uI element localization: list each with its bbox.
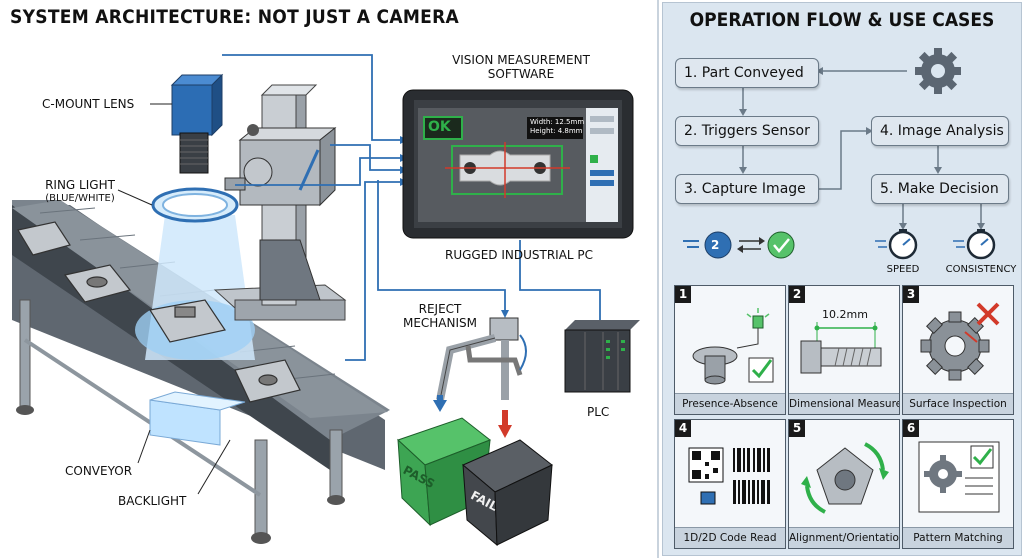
plc-unit	[564, 320, 640, 393]
conveyor-label: CONVEYOR	[65, 464, 133, 478]
defect-gear-icon	[920, 302, 1000, 381]
architecture-title: SYSTEM ARCHITECTURE: NOT JUST A CAMERA	[10, 6, 460, 28]
software-label: VISION MEASUREMENT SOFTWARE	[420, 53, 622, 81]
data-links	[222, 54, 601, 361]
reject-label-line1: REJECT	[418, 302, 462, 316]
use-case-5-number: 5	[789, 420, 805, 437]
alignment-nut-icon	[801, 442, 889, 514]
use-case-3-label: Surface Inspection	[903, 393, 1013, 414]
conveyor-parts	[17, 221, 301, 403]
defect-x-icon	[976, 302, 1000, 326]
flow-step-1: 1. Part Conveyed	[675, 58, 819, 88]
measure-value: 10.2mm	[822, 308, 868, 321]
use-case-2-label: Dimensional Measure	[789, 393, 899, 414]
flow-connectors	[683, 48, 996, 260]
pattern-document-icon	[918, 441, 1000, 513]
speed-icon	[875, 229, 918, 260]
ring-light-subtitle: (BLUE/WHITE)	[45, 193, 115, 204]
flow-step-2: 2. Triggers Sensor	[675, 116, 819, 146]
camera-stand	[213, 84, 347, 321]
fail-bin	[462, 439, 553, 547]
width-readout: Width: 12.5mm	[530, 118, 585, 126]
panel-divider	[657, 0, 659, 558]
software-label-line1: VISION MEASUREMENT	[452, 53, 590, 67]
use-case-6-number: 6	[903, 420, 919, 437]
use-case-3-number: 3	[903, 286, 919, 303]
trigger-indicator	[683, 231, 795, 259]
pc-label: RUGGED INDUSTRIAL PC	[445, 248, 594, 262]
reject-label: REJECT MECHANISM	[395, 302, 485, 330]
operation-flow-panel: OPERATION FLOW & USE CASES	[662, 2, 1022, 556]
consistency-icon	[953, 229, 996, 260]
use-case-presence-absence: 1 Presence-Absence	[674, 285, 786, 415]
system-architecture-panel: SYSTEM ARCHITECTURE: NOT JUST A CAMERA	[10, 6, 640, 547]
use-case-6-label: Pattern Matching	[903, 527, 1013, 548]
presence-sensor-icon	[692, 308, 774, 385]
reject-label-line2: MECHANISM	[402, 316, 478, 330]
lens-label: C-MOUNT LENS	[42, 97, 135, 111]
bolt-measure-icon	[800, 322, 882, 374]
barcode-icon	[688, 447, 770, 505]
industrial-pc	[402, 89, 634, 239]
use-case-dimensional-measure: 10.2mm 2 Dimensional Measure	[788, 285, 900, 415]
use-case-4-number: 4	[675, 420, 691, 437]
flow-step-5: 5. Make Decision	[871, 174, 1009, 204]
use-case-1-number: 1	[675, 286, 691, 303]
gear-icon	[915, 48, 961, 94]
c-mount-camera	[170, 73, 224, 174]
ring-light-title: RING LIGHT	[45, 178, 115, 192]
use-case-pattern-matching: 6 Pattern Matching	[902, 419, 1014, 549]
plc-label: PLC	[587, 405, 610, 419]
use-case-4-label: 1D/2D Code Read	[675, 527, 785, 548]
height-readout: Height: 4.8mm	[530, 127, 583, 135]
consistency-label: CONSISTENCY	[945, 264, 1017, 275]
use-case-2-number: 2	[789, 286, 805, 303]
ring-light-label: RING LIGHT (BLUE/WHITE)	[28, 178, 132, 206]
architecture-illustration	[12, 54, 640, 547]
software-label-line2: SOFTWARE	[487, 67, 555, 81]
use-case-5-label: Alignment/Orientation	[789, 527, 899, 548]
speed-label: SPEED	[886, 264, 920, 275]
operation-flow-title: OPERATION FLOW & USE CASES	[689, 9, 995, 31]
flow-step-4: 4. Image Analysis	[871, 116, 1009, 146]
screen-readout: Width: 12.5mm Height: 4.8mm	[530, 118, 584, 136]
backlight-label: BACKLIGHT	[118, 494, 187, 508]
use-case-surface-inspection: 3 Surface Inspection	[902, 285, 1014, 415]
flow-step-3: 3. Capture Image	[675, 174, 819, 204]
use-case-code-read: 4 1D/2D Code Read	[674, 419, 786, 549]
use-case-1-label: Presence-Absence	[675, 393, 785, 414]
backlight-unit	[149, 391, 246, 446]
trigger-step-number: 2	[711, 238, 720, 252]
use-case-alignment: 5 Alignment/Orientation	[788, 419, 900, 549]
ring-light	[151, 187, 239, 223]
screen-ok-status: OK	[428, 119, 451, 135]
reject-arm	[433, 317, 527, 438]
